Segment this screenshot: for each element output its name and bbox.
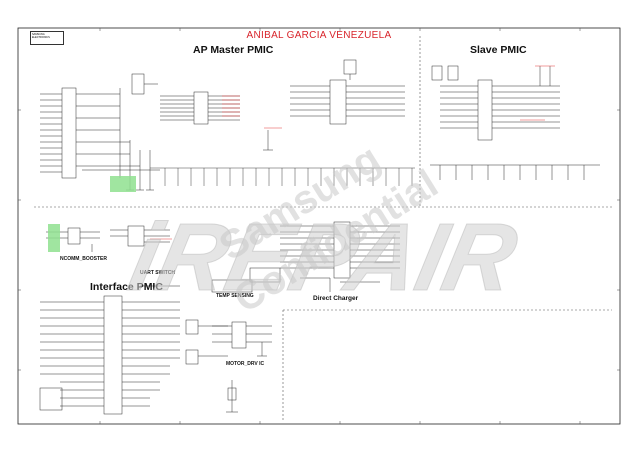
watermark-brand: iREPAIR (121, 203, 526, 311)
section-interface-pmic: Interface PMIC (90, 281, 163, 293)
author-banner: ANIBAL GARCIA VENEZUELA (246, 30, 392, 41)
title-block-text: SAMSUNG ELECTRONICS (32, 33, 50, 39)
section-uart-switch: UART SWITCH (140, 270, 175, 276)
section-motor-drv-ic: MOTOR_DRV IC (226, 361, 265, 367)
section-direct-charger: Direct Charger (313, 295, 359, 302)
section-slave-pmic: Slave PMIC (470, 44, 527, 56)
section-temp-sensing: TEMP SENSING (216, 293, 254, 299)
section-ap-master-pmic: AP Master PMIC (193, 44, 274, 56)
section-ncomm-booster: NCOMM_BOOSTER (60, 256, 107, 262)
title-block: SAMSUNG ELECTRONICS (30, 31, 64, 45)
